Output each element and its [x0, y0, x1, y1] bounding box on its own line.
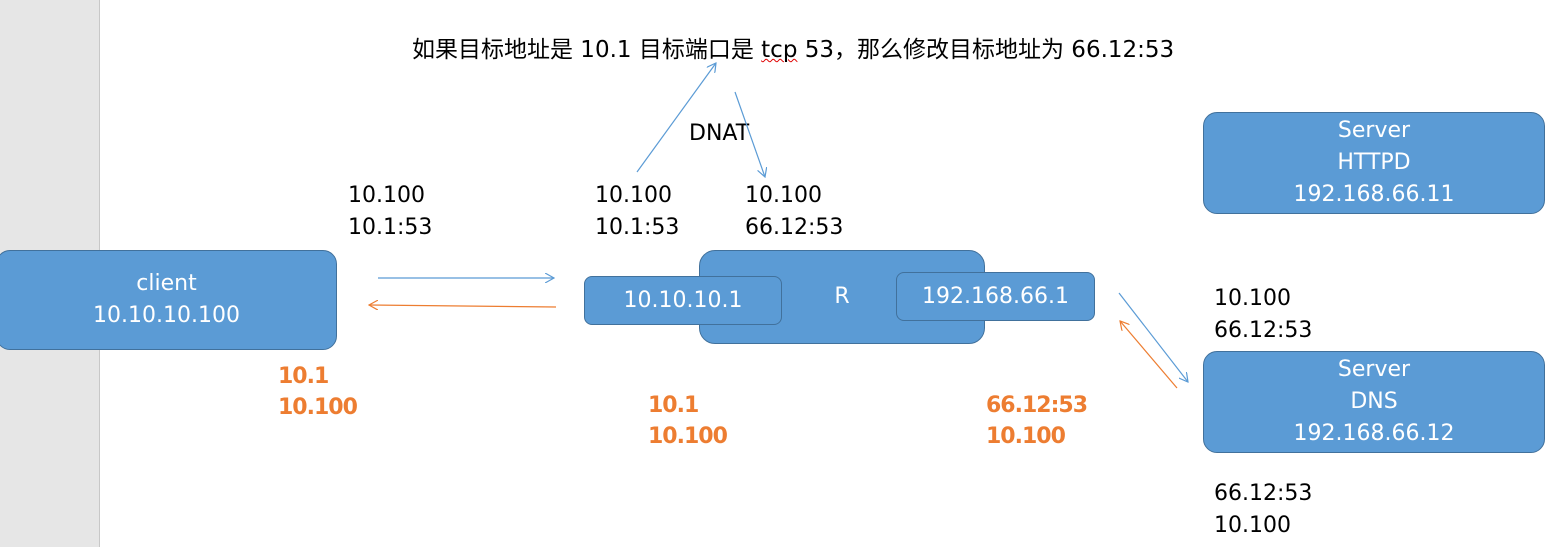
router-right-interface: 192.168.66.1	[896, 272, 1095, 321]
router-left-interface: 10.10.10.1	[584, 276, 782, 325]
server-httpd-box: Server HTTPD 192.168.66.11	[1203, 112, 1545, 214]
dnat-up-arrow	[636, 63, 716, 173]
client-ip: 10.10.10.100	[93, 303, 240, 328]
request-arrow-r-to-dns	[1118, 292, 1188, 382]
reply-arrow-r-to-client	[369, 305, 557, 307]
reply-arrow-dns-to-r	[1120, 321, 1178, 389]
server-dns-line2: DNS	[1350, 389, 1398, 414]
router-right-ip: 192.168.66.1	[922, 283, 1069, 309]
dnat-label: DNAT	[689, 121, 750, 146]
server-httpd-line2: HTTPD	[1337, 150, 1411, 175]
server-httpd-line1: Server	[1337, 118, 1411, 143]
spell-underlined-word: tcp	[761, 37, 798, 63]
router-label: R	[834, 284, 850, 309]
diagram-title: 如果目标地址是 10.1 目标端口是 tcp 53，那么修改目标地址为 66.1…	[412, 37, 1175, 63]
client-box: client 10.10.10.100	[0, 250, 337, 350]
server-dns-line1: Server	[1337, 357, 1411, 382]
dnat-down-arrow	[734, 91, 765, 177]
router-left-ip: 10.10.10.1	[623, 287, 743, 313]
server-httpd-ip: 192.168.66.11	[1293, 182, 1455, 207]
server-dns-box: Server DNS 192.168.66.12	[1203, 351, 1545, 453]
server-dns-ip: 192.168.66.12	[1293, 421, 1455, 446]
client-name: client	[136, 271, 197, 296]
